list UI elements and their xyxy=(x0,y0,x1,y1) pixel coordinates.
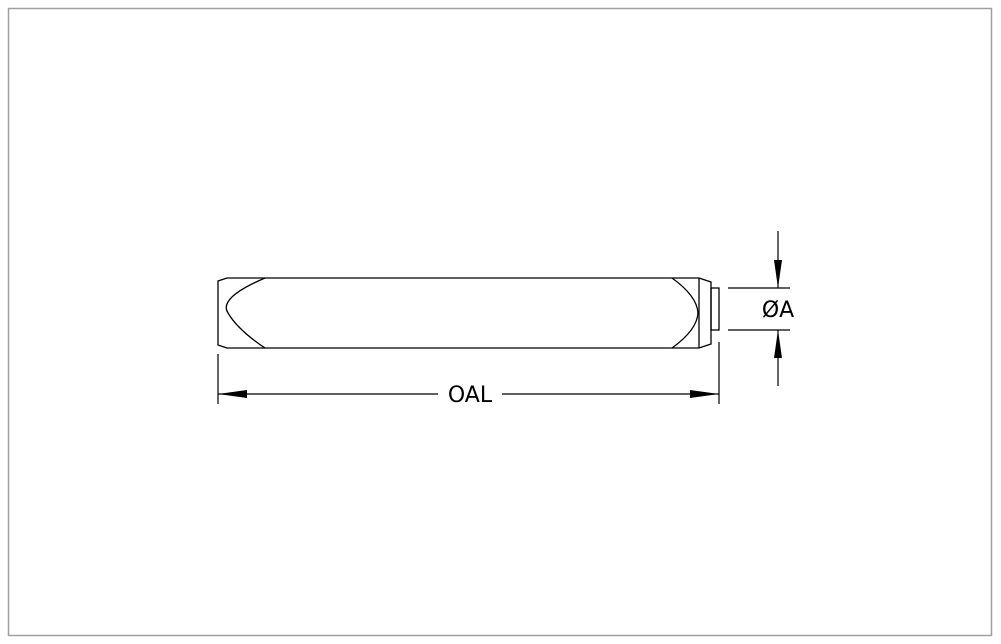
arrowhead-left xyxy=(218,390,247,398)
oal-label: OAL xyxy=(448,383,493,408)
arrowhead-right xyxy=(690,390,719,398)
arrowhead-down xyxy=(774,260,782,288)
diameter-label: ØA xyxy=(762,298,794,323)
oal-dimension xyxy=(217,342,720,404)
pin-tip-step xyxy=(710,287,720,331)
drawing-frame xyxy=(7,7,993,637)
pin-body-outline xyxy=(217,277,712,349)
diameter-dimension xyxy=(728,231,790,386)
pin-part xyxy=(217,277,720,349)
arrowhead-up xyxy=(774,330,782,358)
right-chamfer-curve xyxy=(671,277,699,349)
left-chamfer-curve xyxy=(225,277,266,349)
